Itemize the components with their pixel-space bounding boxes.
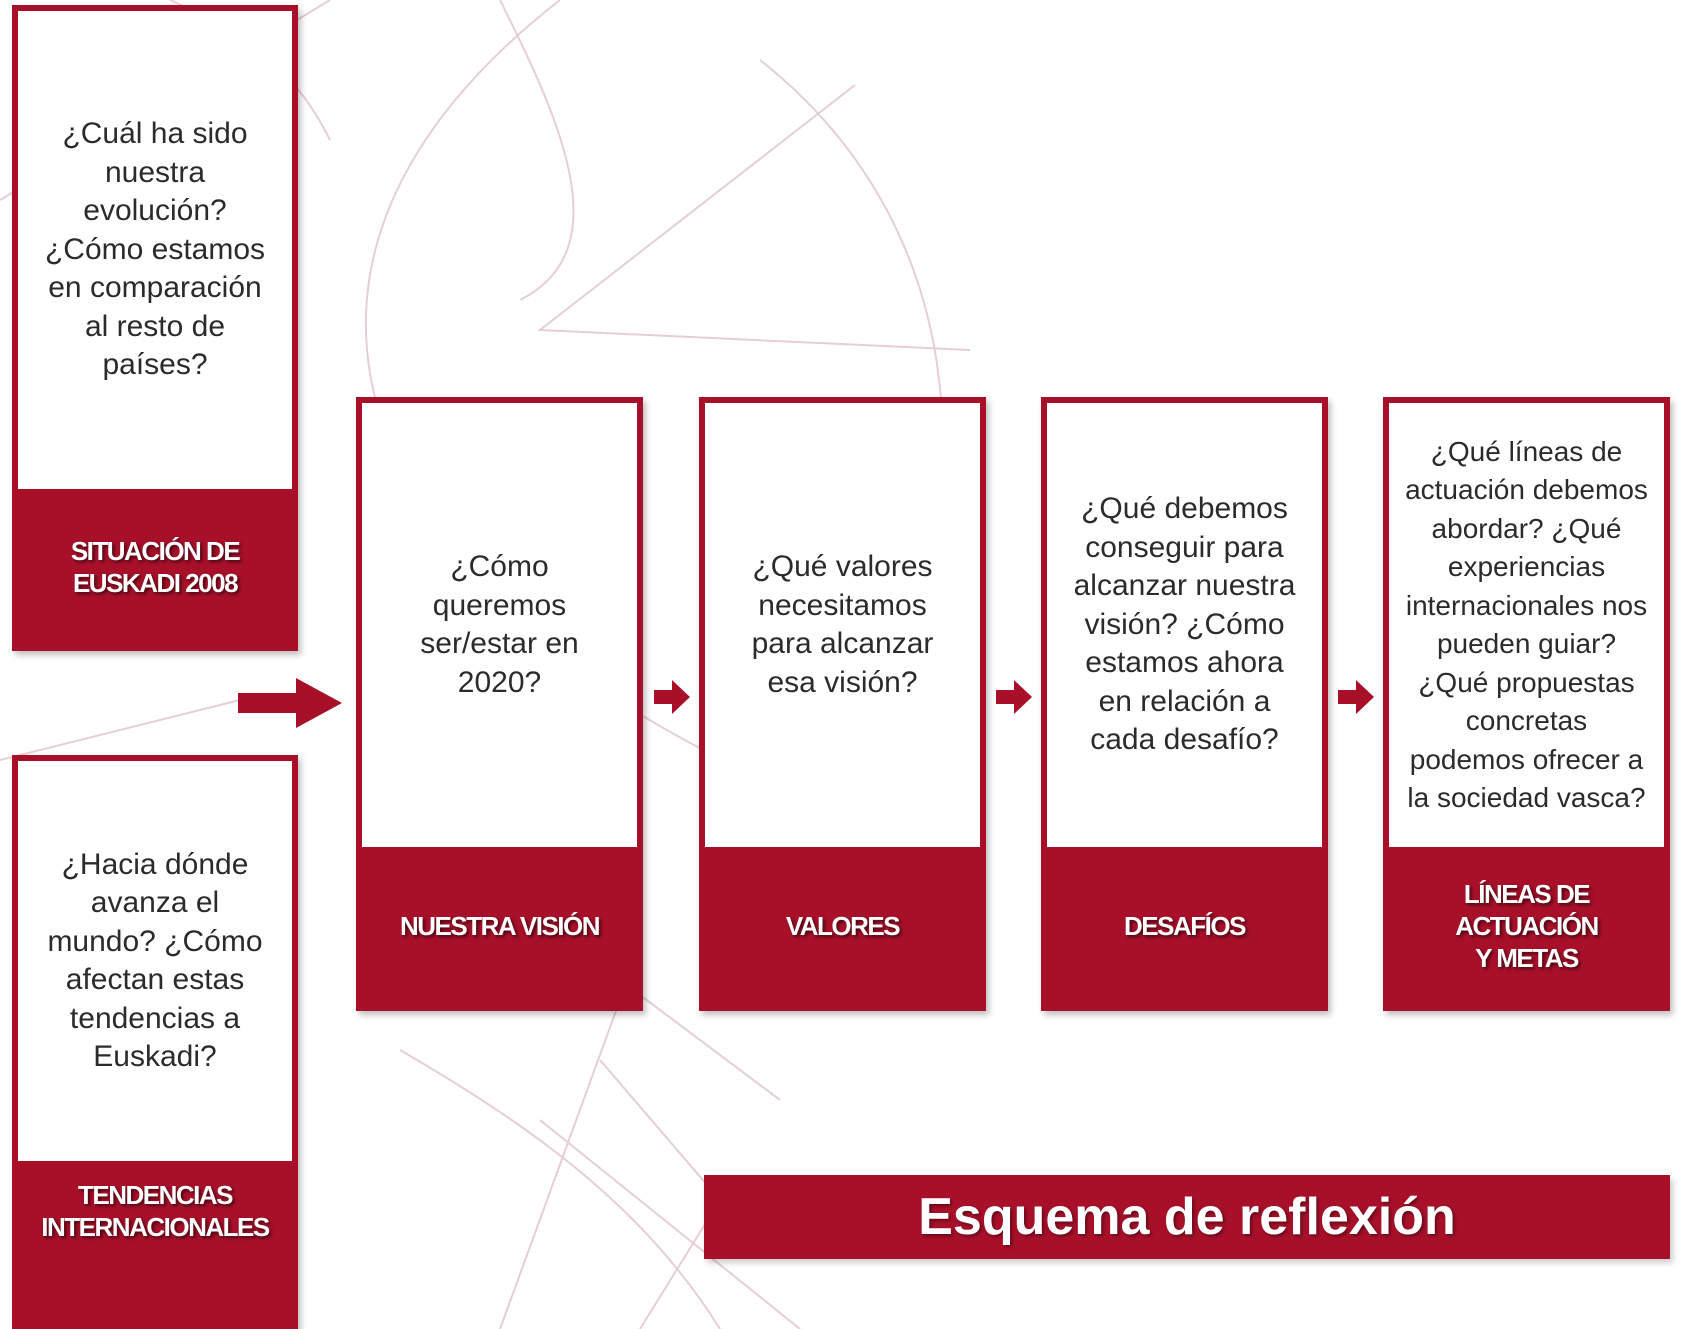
lineas-question: ¿Qué líneas de actuación debemos abordar… <box>1405 435 1648 814</box>
lineas-card: ¿Qué líneas de actuación debemos abordar… <box>1383 397 1670 1011</box>
arrow-right-icon <box>996 680 1032 714</box>
tendencias-card: ¿Hacia dónde avanza el mundo? ¿Cómo afec… <box>12 755 298 1329</box>
arrow-right-icon <box>238 678 342 728</box>
desafios-card: ¿Qué debemos conseguir para alcanzar nue… <box>1041 397 1328 1011</box>
situacion-question: ¿Cuál ha sido nuestra evolución? ¿Cómo e… <box>44 117 266 382</box>
desafios-question: ¿Qué debemos conseguir para alcanzar nue… <box>1073 492 1296 757</box>
situacion-question-box: ¿Cuál ha sido nuestra evolución? ¿Cómo e… <box>18 11 292 489</box>
desafios-question-box: ¿Qué debemos conseguir para alcanzar nue… <box>1047 403 1322 847</box>
situacion-label: SITUACIÓN DE EUSKADI 2008 <box>70 536 241 598</box>
tendencias-question: ¿Hacia dónde avanza el mundo? ¿Cómo afec… <box>47 847 263 1074</box>
tendencias-question-box: ¿Hacia dónde avanza el mundo? ¿Cómo afec… <box>18 761 292 1161</box>
vision-card: ¿Cómo queremos ser/estar en 2020? NUESTR… <box>356 397 643 1011</box>
title-banner: Esquema de reflexión <box>704 1175 1670 1259</box>
arrow-right-icon <box>654 680 690 714</box>
valores-question-box: ¿Qué valores necesitamos para alcanzar e… <box>705 403 980 847</box>
situacion-card: ¿Cuál ha sido nuestra evolución? ¿Cómo e… <box>12 5 298 651</box>
valores-question: ¿Qué valores necesitamos para alcanzar e… <box>751 550 934 699</box>
banner-title: Esquema de reflexión <box>918 1188 1456 1246</box>
tendencias-label: TENDENCIAS INTERNACIONALES <box>41 1180 270 1242</box>
vision-question: ¿Cómo queremos ser/estar en 2020? <box>420 550 579 699</box>
valores-card: ¿Qué valores necesitamos para alcanzar e… <box>699 397 986 1011</box>
vision-question-box: ¿Cómo queremos ser/estar en 2020? <box>362 403 637 847</box>
vision-label: NUESTRA VISIÓN <box>399 911 601 941</box>
desafios-label: DESAFÍOS <box>1124 911 1246 941</box>
valores-label: VALORES <box>785 911 901 941</box>
lineas-label: LÍNEAS DE ACTUACIÓN Y METAS <box>1455 879 1599 973</box>
lineas-question-box: ¿Qué líneas de actuación debemos abordar… <box>1389 403 1664 847</box>
arrow-right-icon <box>1338 680 1374 714</box>
